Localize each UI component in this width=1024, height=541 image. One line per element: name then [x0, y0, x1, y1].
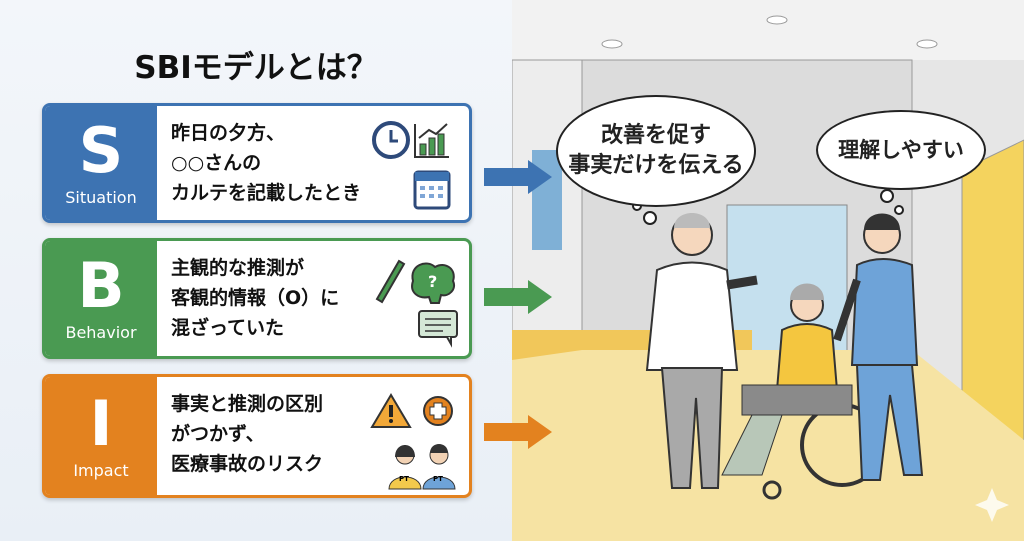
- arrow-right-icon: [484, 280, 552, 314]
- card-icons: ?: [369, 241, 469, 356]
- bar-chart-icon: [414, 123, 449, 158]
- pt-badge: PT: [399, 475, 409, 483]
- letter-block: B Behavior: [45, 241, 157, 356]
- letter-block: S Situation: [45, 106, 157, 220]
- doctor-figure: [645, 213, 758, 489]
- pt-badge: PT: [433, 475, 443, 483]
- sparkle-icon: [975, 488, 1009, 522]
- pen-icon: ?: [375, 259, 458, 348]
- warning-icon: [370, 393, 456, 490]
- letter-word: Impact: [73, 460, 129, 480]
- arrow-right-icon: [484, 415, 552, 449]
- page-title: SBIモデルとは？: [134, 50, 378, 86]
- hospital-corridor-scene: [512, 0, 1024, 541]
- patient-in-wheelchair: [721, 283, 884, 500]
- hospital-illustration: 改善を促す 事実だけを伝える 理解しやすい: [512, 0, 1024, 541]
- calendar-icon: [413, 170, 451, 210]
- card-icons: [369, 106, 469, 220]
- letter: S: [78, 113, 124, 187]
- letter-block: I Impact: [45, 377, 157, 495]
- clock-icon: [372, 121, 451, 210]
- therapists-icon: [388, 444, 456, 490]
- sbi-panel: SBIモデルとは？ S Situation 昨日の夕方、 ○○さんの カルテを記…: [0, 0, 512, 541]
- card-icons: PT PT: [369, 377, 469, 495]
- chat-icon: [418, 310, 458, 348]
- medical-cross-icon: [423, 396, 453, 426]
- card-text: 主観的な推測が 客観的情報（O）に 混ざっていた: [171, 257, 340, 339]
- letter-word: Behavior: [65, 323, 137, 342]
- card-behavior: B Behavior 主観的な推測が 客観的情報（O）に 混ざっていた ?: [42, 238, 472, 359]
- card-impact: I Impact 事実と推測の区別 がつかず、 医療事故のリスク PT PT: [42, 374, 472, 498]
- letter: I: [89, 386, 113, 460]
- card-situation: S Situation 昨日の夕方、 ○○さんの カルテを記載したとき: [42, 103, 472, 223]
- nurse-figure: [833, 213, 924, 481]
- thought-bubble: 理解しやすい: [816, 110, 986, 190]
- card-text: 事実と推測の区別 がつかず、 医療事故のリスク: [171, 393, 324, 475]
- letter: B: [77, 249, 125, 322]
- arrow-right-icon: [484, 160, 552, 194]
- card-text: 昨日の夕方、 ○○さんの カルテを記載したとき: [171, 122, 362, 204]
- thought-bubble: 改善を促す 事実だけを伝える: [556, 95, 756, 207]
- brain-question-icon: ?: [411, 262, 455, 304]
- letter-word: Situation: [65, 187, 137, 207]
- svg-text:?: ?: [428, 272, 437, 291]
